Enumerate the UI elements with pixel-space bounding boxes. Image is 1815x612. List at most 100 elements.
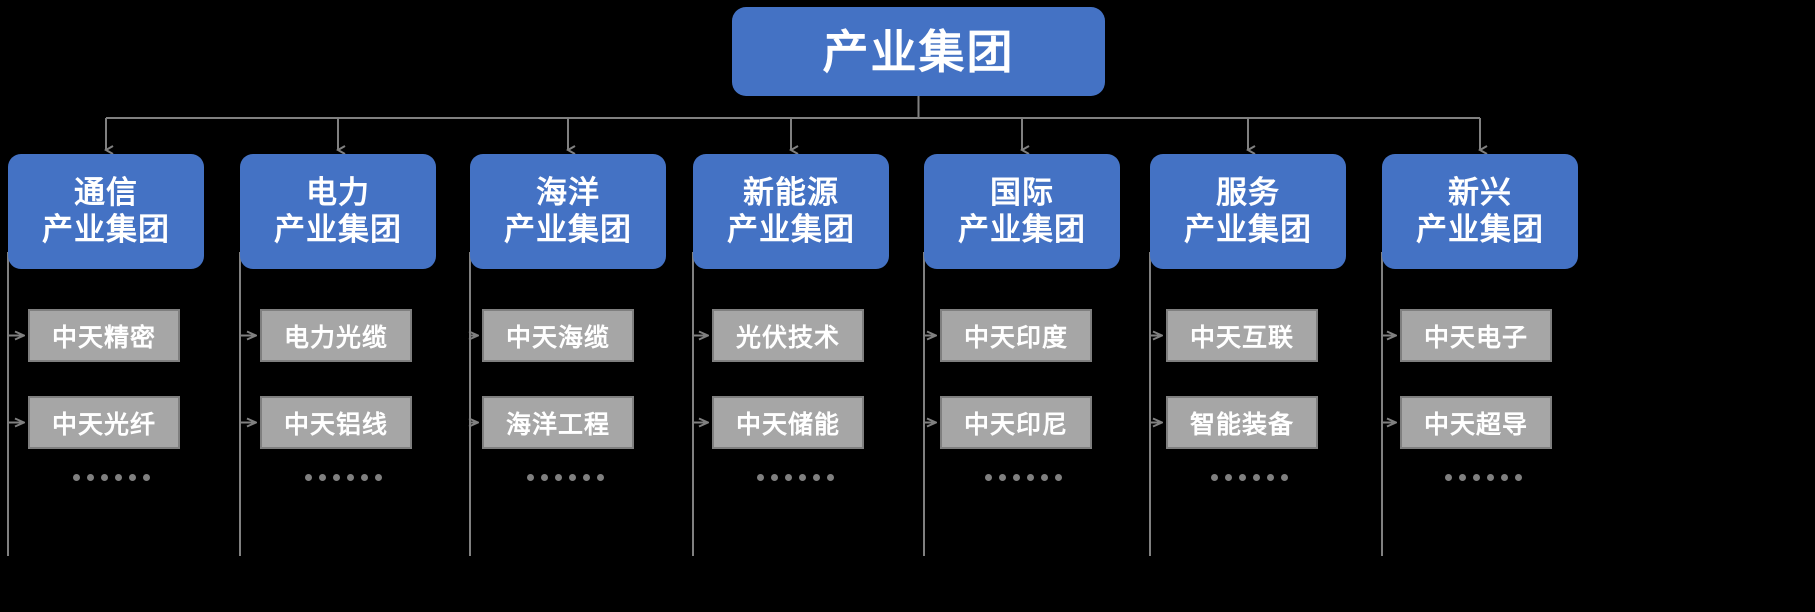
- ellipsis-dot: [143, 474, 150, 481]
- ellipsis-dot: [555, 474, 562, 481]
- ellipsis-dot: [799, 474, 806, 481]
- ellipsis-dot: [813, 474, 820, 481]
- more-items-ellipsis: [73, 474, 150, 481]
- ellipsis-dot: [999, 474, 1006, 481]
- ellipsis-dot: [305, 474, 312, 481]
- ellipsis-dot: [129, 474, 136, 481]
- division-node[interactable]: 国际产业集团: [924, 154, 1120, 269]
- subsidiary-node[interactable]: 中天铝线: [260, 396, 412, 449]
- subsidiary-label: 智能装备: [1189, 410, 1294, 439]
- division-node[interactable]: 服务产业集团: [1150, 154, 1346, 269]
- subsidiary-label: 中天铝线: [283, 410, 388, 439]
- more-items-ellipsis: [305, 474, 382, 481]
- subsidiary-label: 海洋工程: [505, 410, 610, 439]
- division-label-line2: 产业集团: [1416, 211, 1544, 247]
- ellipsis-dot: [527, 474, 534, 481]
- subsidiary-label: 中天超导: [1423, 410, 1528, 439]
- division-label-line2: 产业集团: [1184, 211, 1312, 247]
- ellipsis-dot: [1473, 474, 1480, 481]
- subsidiary-node[interactable]: 中天光纤: [28, 396, 180, 449]
- subsidiary-node[interactable]: 电力光缆: [260, 309, 412, 362]
- division-label-line1: 新能源: [743, 175, 839, 211]
- ellipsis-dot: [333, 474, 340, 481]
- ellipsis-dot: [1013, 474, 1020, 481]
- division-node[interactable]: 电力产业集团: [240, 154, 436, 269]
- division-label-line1: 国际: [990, 175, 1054, 211]
- more-items-ellipsis: [527, 474, 604, 481]
- division-label-line2: 产业集团: [958, 211, 1086, 247]
- division-label-line1: 电力: [306, 175, 370, 211]
- ellipsis-dot: [785, 474, 792, 481]
- subsidiary-node[interactable]: 中天印度: [940, 309, 1092, 362]
- subsidiary-label: 光伏技术: [735, 323, 840, 352]
- ellipsis-dot: [1253, 474, 1260, 481]
- division-label-line2: 产业集团: [42, 211, 170, 247]
- ellipsis-dot: [1267, 474, 1274, 481]
- subsidiary-node[interactable]: 光伏技术: [712, 309, 864, 362]
- ellipsis-dot: [1281, 474, 1288, 481]
- subsidiary-label: 中天海缆: [505, 323, 610, 352]
- subsidiary-node[interactable]: 中天精密: [28, 309, 180, 362]
- subsidiary-label: 中天精密: [51, 323, 156, 352]
- subsidiary-label: 中天印尼: [963, 410, 1068, 439]
- ellipsis-dot: [73, 474, 80, 481]
- ellipsis-dot: [87, 474, 94, 481]
- division-node[interactable]: 通信产业集团: [8, 154, 204, 269]
- division-node[interactable]: 新兴产业集团: [1382, 154, 1578, 269]
- root-node-industry-group[interactable]: 产业集团: [732, 7, 1105, 96]
- ellipsis-dot: [375, 474, 382, 481]
- division-node[interactable]: 海洋产业集团: [470, 154, 666, 269]
- division-label-line2: 产业集团: [504, 211, 632, 247]
- ellipsis-dot: [115, 474, 122, 481]
- ellipsis-dot: [771, 474, 778, 481]
- subsidiary-node[interactable]: 智能装备: [1166, 396, 1318, 449]
- ellipsis-dot: [597, 474, 604, 481]
- ellipsis-dot: [1041, 474, 1048, 481]
- ellipsis-dot: [985, 474, 992, 481]
- more-items-ellipsis: [757, 474, 834, 481]
- subsidiary-node[interactable]: 中天电子: [1400, 309, 1552, 362]
- division-node[interactable]: 新能源产业集团: [693, 154, 889, 269]
- division-label-line1: 新兴: [1448, 175, 1512, 211]
- ellipsis-dot: [361, 474, 368, 481]
- subsidiary-node[interactable]: 中天互联: [1166, 309, 1318, 362]
- ellipsis-dot: [1459, 474, 1466, 481]
- subsidiary-label: 中天印度: [963, 323, 1068, 352]
- ellipsis-dot: [1515, 474, 1522, 481]
- subsidiary-node[interactable]: 海洋工程: [482, 396, 634, 449]
- more-items-ellipsis: [1445, 474, 1522, 481]
- subsidiary-label: 中天互联: [1189, 323, 1294, 352]
- subsidiary-label: 中天储能: [735, 410, 840, 439]
- ellipsis-dot: [827, 474, 834, 481]
- subsidiary-label: 中天电子: [1423, 323, 1528, 352]
- ellipsis-dot: [757, 474, 764, 481]
- ellipsis-dot: [583, 474, 590, 481]
- ellipsis-dot: [541, 474, 548, 481]
- subsidiary-node[interactable]: 中天印尼: [940, 396, 1092, 449]
- ellipsis-dot: [1225, 474, 1232, 481]
- ellipsis-dot: [1501, 474, 1508, 481]
- subsidiary-node[interactable]: 中天海缆: [482, 309, 634, 362]
- division-label-line1: 通信: [74, 175, 138, 211]
- subsidiary-label: 中天光纤: [51, 410, 156, 439]
- ellipsis-dot: [319, 474, 326, 481]
- division-label-line2: 产业集团: [727, 211, 855, 247]
- root-node-label: 产业集团: [822, 25, 1015, 78]
- ellipsis-dot: [347, 474, 354, 481]
- subsidiary-node[interactable]: 中天超导: [1400, 396, 1552, 449]
- ellipsis-dot: [1487, 474, 1494, 481]
- subsidiary-node[interactable]: 中天储能: [712, 396, 864, 449]
- more-items-ellipsis: [1211, 474, 1288, 481]
- ellipsis-dot: [101, 474, 108, 481]
- division-label-line1: 服务: [1216, 175, 1280, 211]
- ellipsis-dot: [1055, 474, 1062, 481]
- ellipsis-dot: [1445, 474, 1452, 481]
- ellipsis-dot: [1211, 474, 1218, 481]
- more-items-ellipsis: [985, 474, 1062, 481]
- division-label-line2: 产业集团: [274, 211, 402, 247]
- ellipsis-dot: [569, 474, 576, 481]
- ellipsis-dot: [1239, 474, 1246, 481]
- ellipsis-dot: [1027, 474, 1034, 481]
- division-label-line1: 海洋: [536, 175, 600, 211]
